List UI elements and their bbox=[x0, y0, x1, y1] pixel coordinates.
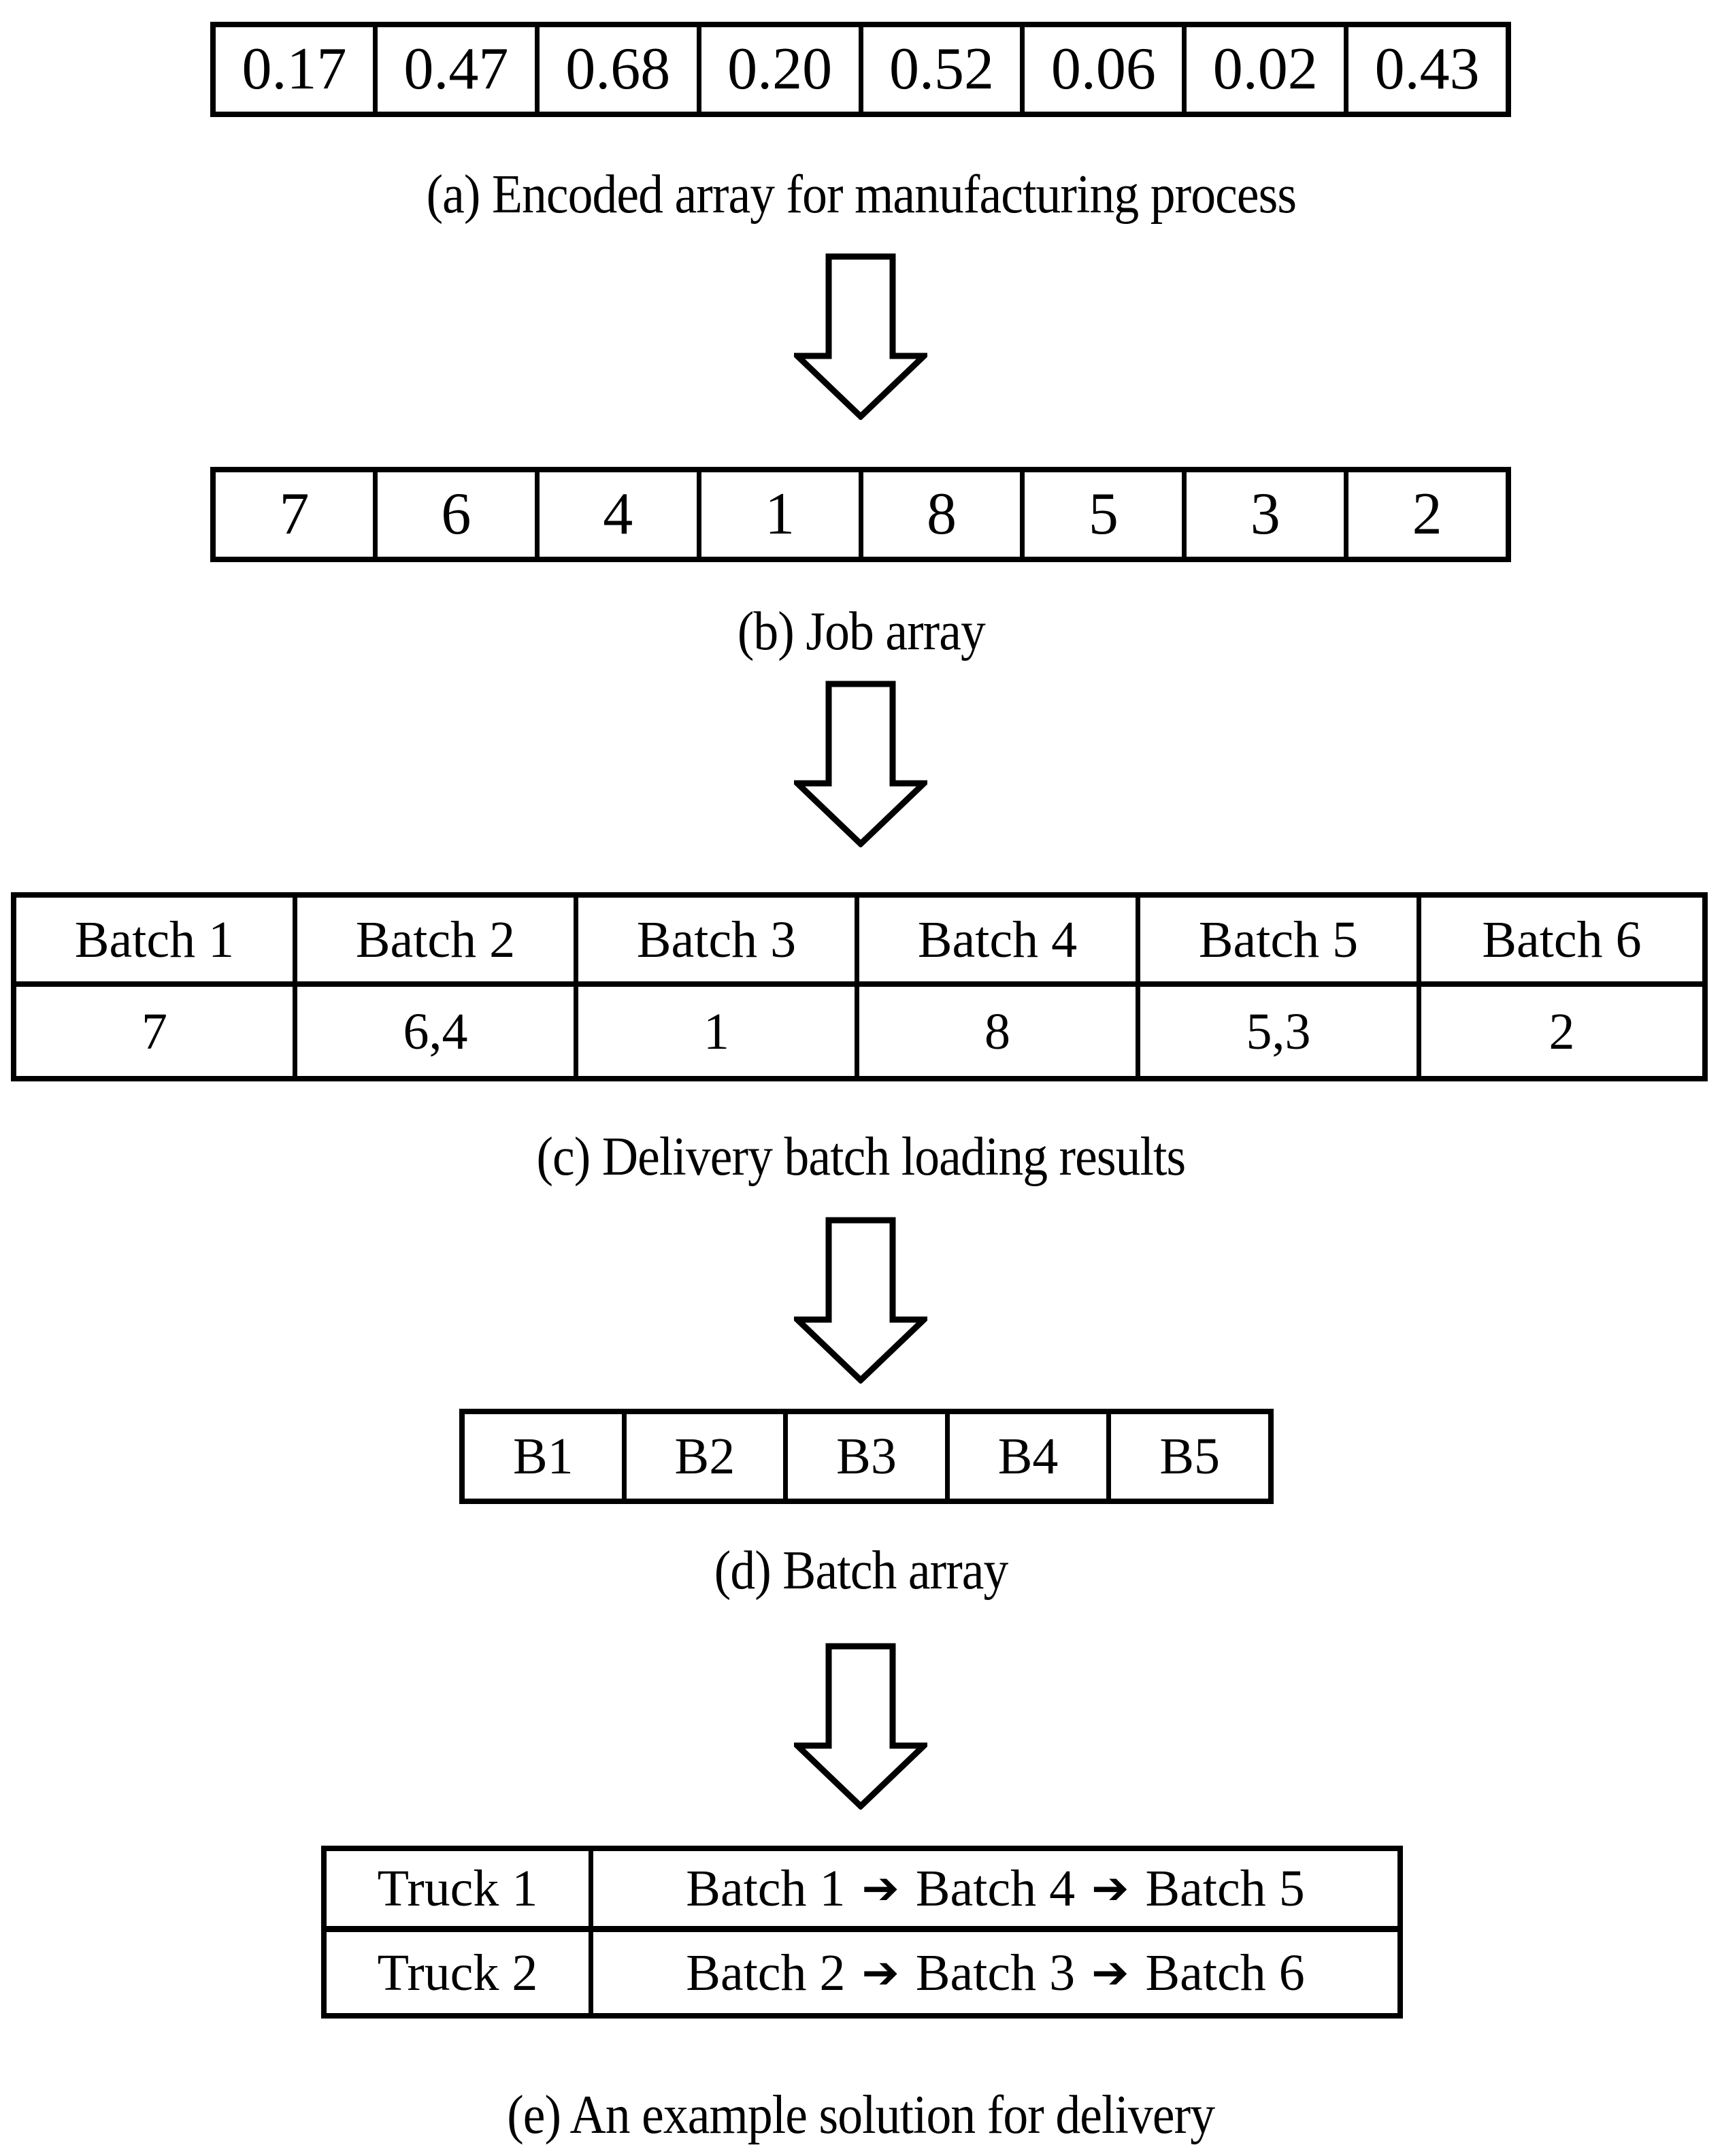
batch-array-cell: B4 bbox=[950, 1414, 1112, 1499]
batch-loading-table: Batch 1 Batch 2 Batch 3 Batch 4 Batch 5 … bbox=[11, 892, 1708, 1081]
batch-array-cell: B1 bbox=[465, 1414, 627, 1499]
job-array-cell: 1 bbox=[701, 472, 863, 557]
encoded-array-cell: 0.68 bbox=[540, 27, 701, 112]
route-stop: Batch 5 bbox=[1145, 1860, 1305, 1917]
encoded-array-cell: 0.52 bbox=[863, 27, 1025, 112]
batch-array-cell: B2 bbox=[627, 1414, 789, 1499]
batch-header: Batch 3 bbox=[578, 898, 859, 987]
encoded-array-cell: 0.02 bbox=[1187, 27, 1349, 112]
batch-jobs-cell: 7 bbox=[16, 987, 297, 1076]
caption-e-text: (e) An example solution for delivery bbox=[507, 2085, 1216, 2145]
caption-b-text: (b) Job array bbox=[737, 602, 985, 662]
encoded-array-cell: 0.17 bbox=[216, 27, 378, 112]
caption-d: (d) Batch array bbox=[0, 1537, 1722, 1605]
batch-jobs-cell: 5,3 bbox=[1140, 987, 1421, 1076]
route-stop: Batch 4 bbox=[915, 1860, 1076, 1917]
truck-label: Truck 1 bbox=[327, 1851, 593, 1932]
batch-jobs-cell: 6,4 bbox=[297, 987, 578, 1076]
batch-array-cell: B5 bbox=[1159, 1428, 1221, 1485]
route-stop: Batch 6 bbox=[1145, 1944, 1305, 2002]
down-arrow-icon bbox=[794, 681, 927, 847]
batch-header: Batch 6 bbox=[1421, 898, 1702, 987]
truck-label: Truck 2 bbox=[327, 1932, 593, 2013]
batch-jobs-cell: 1 bbox=[578, 987, 859, 1076]
caption-c: (c) Delivery batch loading results bbox=[0, 1123, 1722, 1191]
job-array-cell: 7 bbox=[216, 472, 378, 557]
truck-route: Batch 2 ➔ Batch 3 ➔ Batch 6 bbox=[593, 1932, 1397, 2013]
caption-c-text: (c) Delivery batch loading results bbox=[536, 1127, 1187, 1187]
caption-a: (a) Encoded array for manufacturing proc… bbox=[0, 161, 1722, 229]
caption-d-text: (d) Batch array bbox=[714, 1541, 1009, 1601]
truck-route-table: Truck 1 Batch 1 ➔ Batch 4 ➔ Batch 5 Truc… bbox=[321, 1846, 1403, 2019]
encoded-array-cell: 0.47 bbox=[378, 27, 540, 112]
batch-header: Batch 1 bbox=[16, 898, 297, 987]
encoded-array-table: 0.17 0.47 0.68 0.20 0.52 0.06 0.02 0.43 bbox=[210, 22, 1511, 117]
job-array-cell: 3 bbox=[1187, 472, 1349, 557]
route-stop: Batch 3 bbox=[915, 1944, 1076, 2002]
batch-header: Batch 4 bbox=[859, 898, 1140, 987]
job-array-cell: 6 bbox=[378, 472, 540, 557]
right-arrow-icon: ➔ bbox=[861, 1946, 899, 1999]
batch-header: Batch 5 bbox=[1140, 898, 1421, 987]
batch-jobs-cell: 2 bbox=[1549, 1002, 1575, 1060]
down-arrow-icon bbox=[794, 253, 927, 420]
job-array-cell: 4 bbox=[540, 472, 701, 557]
batch-jobs-cell: 8 bbox=[859, 987, 1140, 1076]
job-array-table: 7 6 4 1 8 5 3 2 bbox=[210, 467, 1511, 562]
caption-e: (e) An example solution for delivery bbox=[0, 2081, 1722, 2149]
right-arrow-icon: ➔ bbox=[1091, 1946, 1129, 1999]
job-array-cell: 5 bbox=[1025, 472, 1187, 557]
down-arrow-icon bbox=[794, 1643, 927, 1810]
encoded-array-cell: 0.43 bbox=[1374, 36, 1480, 102]
route-stop: Batch 1 bbox=[686, 1860, 846, 1917]
caption-b: (b) Job array bbox=[0, 598, 1722, 666]
encoded-array-cell: 0.06 bbox=[1025, 27, 1187, 112]
truck-route: Batch 1 ➔ Batch 4 ➔ Batch 5 bbox=[593, 1851, 1397, 1932]
right-arrow-icon: ➔ bbox=[1091, 1862, 1129, 1914]
batch-array-table: B1 B2 B3 B4 B5 bbox=[459, 1409, 1274, 1504]
job-array-cell: 2 bbox=[1412, 481, 1442, 547]
batch-header: Batch 2 bbox=[297, 898, 578, 987]
right-arrow-icon: ➔ bbox=[861, 1862, 899, 1914]
encoded-array-cell: 0.20 bbox=[701, 27, 863, 112]
caption-a-text: (a) Encoded array for manufacturing proc… bbox=[426, 165, 1296, 225]
down-arrow-icon bbox=[794, 1217, 927, 1384]
job-array-cell: 8 bbox=[863, 472, 1025, 557]
route-stop: Batch 2 bbox=[686, 1944, 846, 2002]
batch-array-cell: B3 bbox=[788, 1414, 950, 1499]
